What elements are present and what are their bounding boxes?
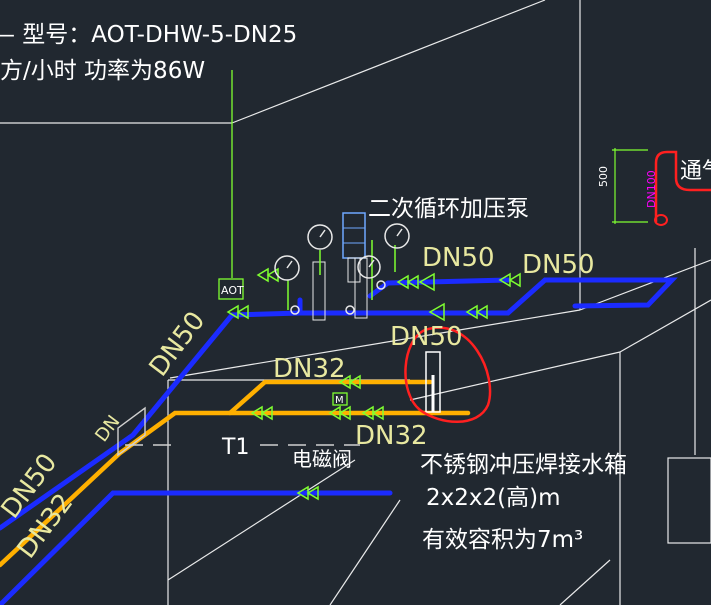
aot-label: AOT (221, 284, 244, 297)
valve-icon (226, 304, 249, 320)
tank-title: 不锈钢冲压焊接水箱 (420, 452, 627, 478)
vent-pipe (612, 148, 711, 226)
dn32-top-label: DN32 (273, 354, 346, 384)
valve-icon (296, 485, 319, 501)
valves (226, 267, 521, 501)
pump-assembly (218, 212, 410, 321)
tank-volume: 有效容积为7m³ (422, 527, 583, 553)
vent-dimension: 500 (597, 166, 610, 187)
pressure-gauge-icon (357, 255, 381, 279)
orange-pipes (0, 379, 471, 568)
dn50-tank-label: DN50 (390, 322, 463, 352)
pump-title: 二次循环加压泵 (368, 196, 529, 222)
solenoid-label: 电磁阀 (292, 447, 352, 471)
pressure-gauge-icon (307, 224, 333, 250)
dn50-right-label: DN50 (522, 250, 595, 280)
m-label: M (335, 395, 344, 406)
vent-label: 通气 (680, 159, 711, 184)
check-valve-icon (418, 272, 435, 292)
valve-icon (396, 274, 419, 290)
valve-icon (338, 374, 361, 390)
vent-dn-label: DN100 (645, 170, 658, 208)
valve-icon (250, 405, 273, 421)
model-line: — 型号：AOT-DHW-5-DN25 (0, 22, 297, 48)
check-valve-icon (428, 302, 445, 322)
red-annotation-circle (404, 326, 492, 423)
t1-label: T1 (221, 435, 249, 460)
tank-size: 2x2x2(高)m (426, 485, 560, 511)
dn32-bottom-label: DN32 (355, 421, 428, 451)
valve-icon (361, 405, 384, 421)
dn50-pump-label: DN50 (422, 243, 495, 273)
pressure-gauge-icon (274, 255, 300, 281)
pressure-gauge-icon (384, 223, 410, 249)
section-line (117, 406, 360, 457)
tank-inlet (425, 351, 441, 413)
valve-icon (465, 304, 488, 320)
solenoid-marker (332, 392, 348, 406)
valve-icon (498, 272, 521, 288)
aot-box (218, 278, 244, 300)
pressure-gauges (274, 223, 410, 315)
valve-icon (328, 405, 351, 421)
power-line: 方/小时 功率为86W (0, 58, 205, 84)
